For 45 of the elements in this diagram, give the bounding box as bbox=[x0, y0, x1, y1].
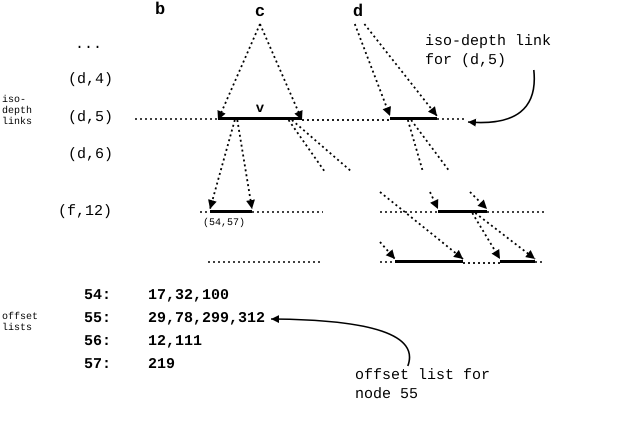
side-label: iso- depth links bbox=[2, 95, 34, 128]
node-number: 54: bbox=[84, 286, 112, 306]
dotted-arrow bbox=[236, 120, 255, 210]
dotted-arrow bbox=[364, 23, 438, 117]
column-letter: b bbox=[155, 2, 166, 20]
ellipsis-text: ... bbox=[75, 36, 102, 54]
level-label: (f,12) bbox=[58, 203, 112, 221]
leader-line bbox=[468, 70, 536, 126]
tree-node-bar bbox=[395, 259, 463, 263]
node-number: 55: bbox=[84, 309, 112, 329]
level-label: (d,5) bbox=[68, 109, 114, 127]
leader-line bbox=[271, 315, 410, 366]
dotted-arrow bbox=[472, 212, 501, 260]
offset-values: 12,111 bbox=[148, 332, 202, 352]
tree-node-bar bbox=[500, 259, 535, 263]
side-label: offset lists bbox=[2, 312, 40, 334]
column-letter: d bbox=[350, 2, 366, 24]
tree-node-bar bbox=[438, 209, 487, 213]
dotted-line bbox=[410, 119, 451, 173]
dotted-arrow bbox=[474, 212, 536, 260]
dotted-arrow bbox=[208, 120, 236, 210]
callout-text: iso-depth link for (d,5) bbox=[425, 32, 585, 70]
tree-node-bar bbox=[390, 116, 437, 120]
dotted-arrow bbox=[429, 192, 439, 210]
node-number: 57: bbox=[84, 355, 112, 375]
dotted-arrow bbox=[469, 191, 488, 210]
dotted-line bbox=[288, 119, 326, 173]
dotted-arrow bbox=[379, 191, 464, 260]
callout-text: offset list for node 55 bbox=[355, 366, 515, 406]
tree-node-bar: v bbox=[218, 103, 302, 120]
dotted-line bbox=[407, 120, 424, 172]
offset-values: 29,78,299,312 bbox=[148, 309, 266, 329]
dotted-line bbox=[463, 262, 500, 264]
level-label: (d,4) bbox=[68, 71, 114, 89]
offset-values: 17,32,100 bbox=[148, 286, 230, 306]
node-number: 56: bbox=[84, 332, 112, 352]
dotted-line bbox=[302, 119, 390, 121]
level-label: (d,6) bbox=[68, 146, 114, 164]
dotted-line bbox=[291, 119, 353, 173]
offset-values: 219 bbox=[148, 355, 176, 375]
node-caption: (54,57) bbox=[203, 216, 246, 231]
column-letter: c bbox=[252, 2, 268, 24]
tree-node-bar bbox=[210, 209, 252, 213]
dotted-arrow bbox=[354, 24, 391, 116]
dotted-arrow bbox=[379, 241, 396, 260]
